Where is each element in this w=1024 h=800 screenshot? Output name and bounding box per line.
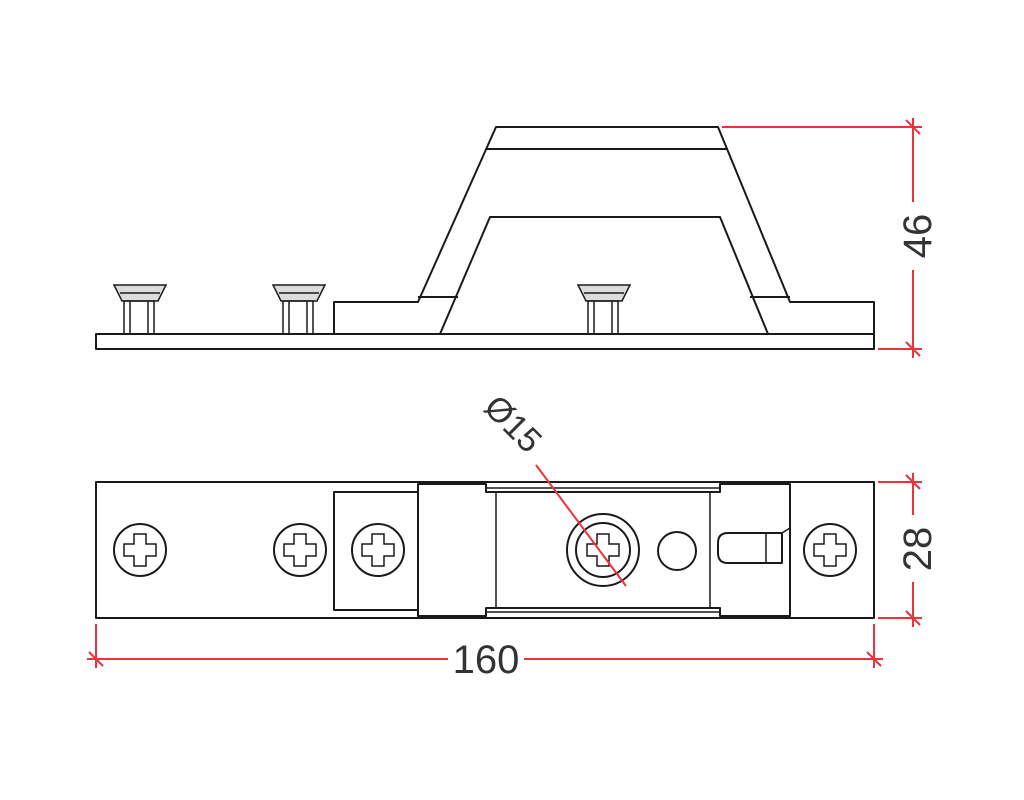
side-inner-opening	[439, 216, 769, 335]
top-screw-1	[113, 523, 167, 577]
dimension-diameter-label: Ø15	[477, 388, 549, 460]
side-screw-3	[576, 284, 632, 335]
top-housing	[417, 483, 791, 617]
top-clamp-left	[333, 491, 419, 611]
dimension-length-label: 160	[453, 638, 520, 682]
top-screw-main	[566, 513, 640, 587]
top-screw-3	[351, 523, 405, 577]
side-view	[95, 126, 875, 350]
dimension-height: 46	[722, 118, 940, 358]
side-screw-2	[271, 284, 327, 335]
side-block-body	[333, 126, 875, 334]
top-small-hole	[657, 531, 697, 571]
dimension-width-label: 28	[896, 527, 940, 572]
dimension-height-label: 46	[896, 214, 940, 259]
side-screw-1	[112, 284, 168, 335]
top-screw-4	[803, 523, 857, 577]
dimension-length: 160	[87, 624, 883, 682]
dimension-width: 28	[878, 473, 940, 627]
top-slot	[717, 532, 783, 564]
top-base-plate	[95, 481, 875, 619]
top-view	[95, 481, 875, 619]
dimension-diameter: Ø15	[477, 388, 627, 587]
side-base-plate	[95, 333, 875, 350]
top-screw-2	[273, 523, 327, 577]
